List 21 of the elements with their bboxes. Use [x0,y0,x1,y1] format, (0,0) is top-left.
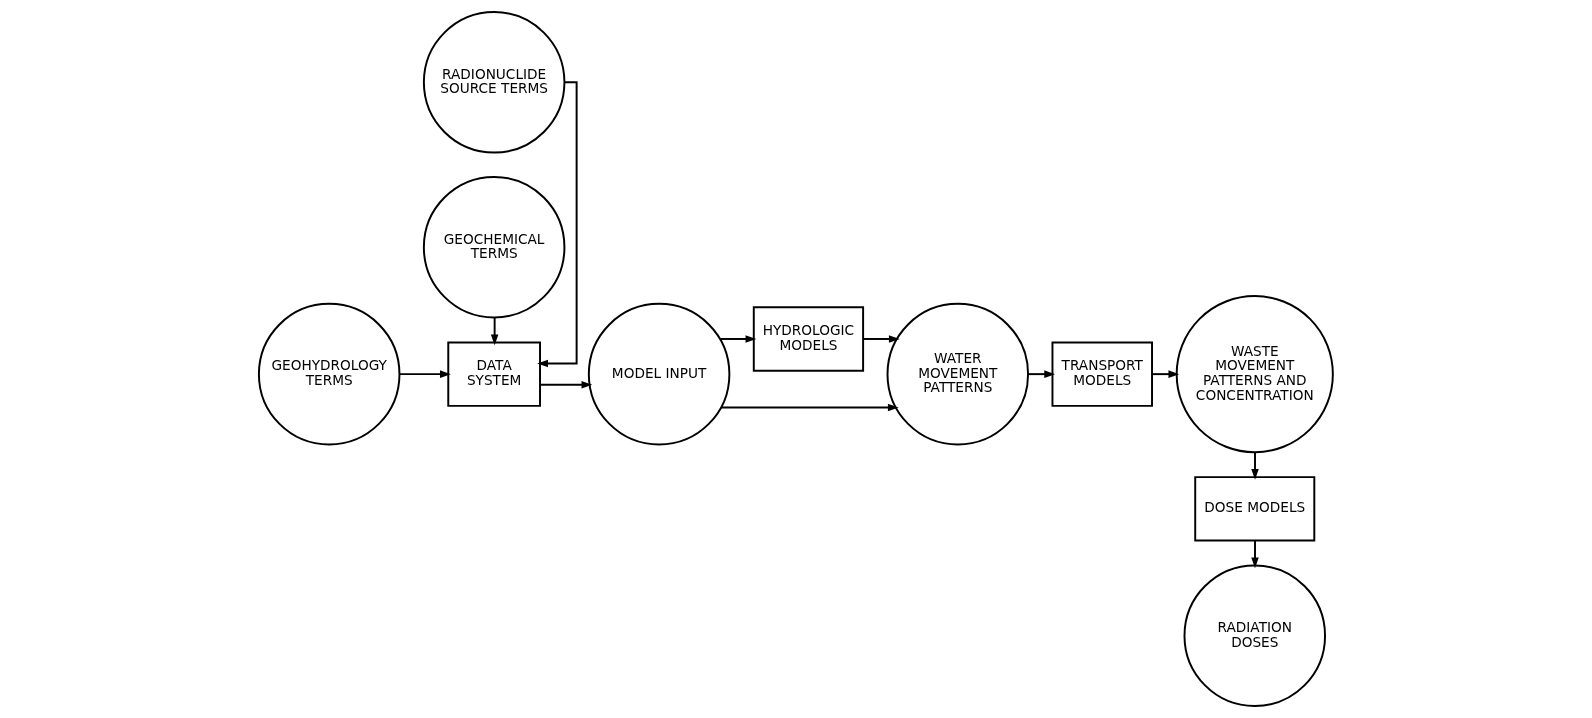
node-box: DATA SYSTEM [447,341,541,407]
node-circle: RADIATION DOSES [1183,564,1326,707]
arrow [539,380,593,389]
arrow [720,403,899,412]
arrow [1251,539,1259,569]
node-circle: GEOHYDROLOGY TERMS [257,302,401,446]
node-box: HYDROLOGIC MODELS [752,306,865,372]
arrow [398,370,451,378]
arrow [719,335,757,343]
arrow [490,316,499,346]
node-circle: MODEL INPUT [587,302,731,446]
node-circle: RADIONUCLIDE SOURCE TERMS [422,11,566,154]
node-box: DOSE MODELS [1194,476,1316,542]
node-box: TRANSPORT MODELS [1051,341,1153,407]
arrow [1027,370,1056,378]
node-circle: WASTE MOVEMENT PATTERNS AND CONCENTRATION [1175,295,1334,454]
arrow [1151,370,1180,378]
arrow [862,335,900,343]
node-circle: GEOCHEMICAL TERMS [422,176,566,319]
arrow [1251,451,1259,480]
arrow [537,81,578,368]
